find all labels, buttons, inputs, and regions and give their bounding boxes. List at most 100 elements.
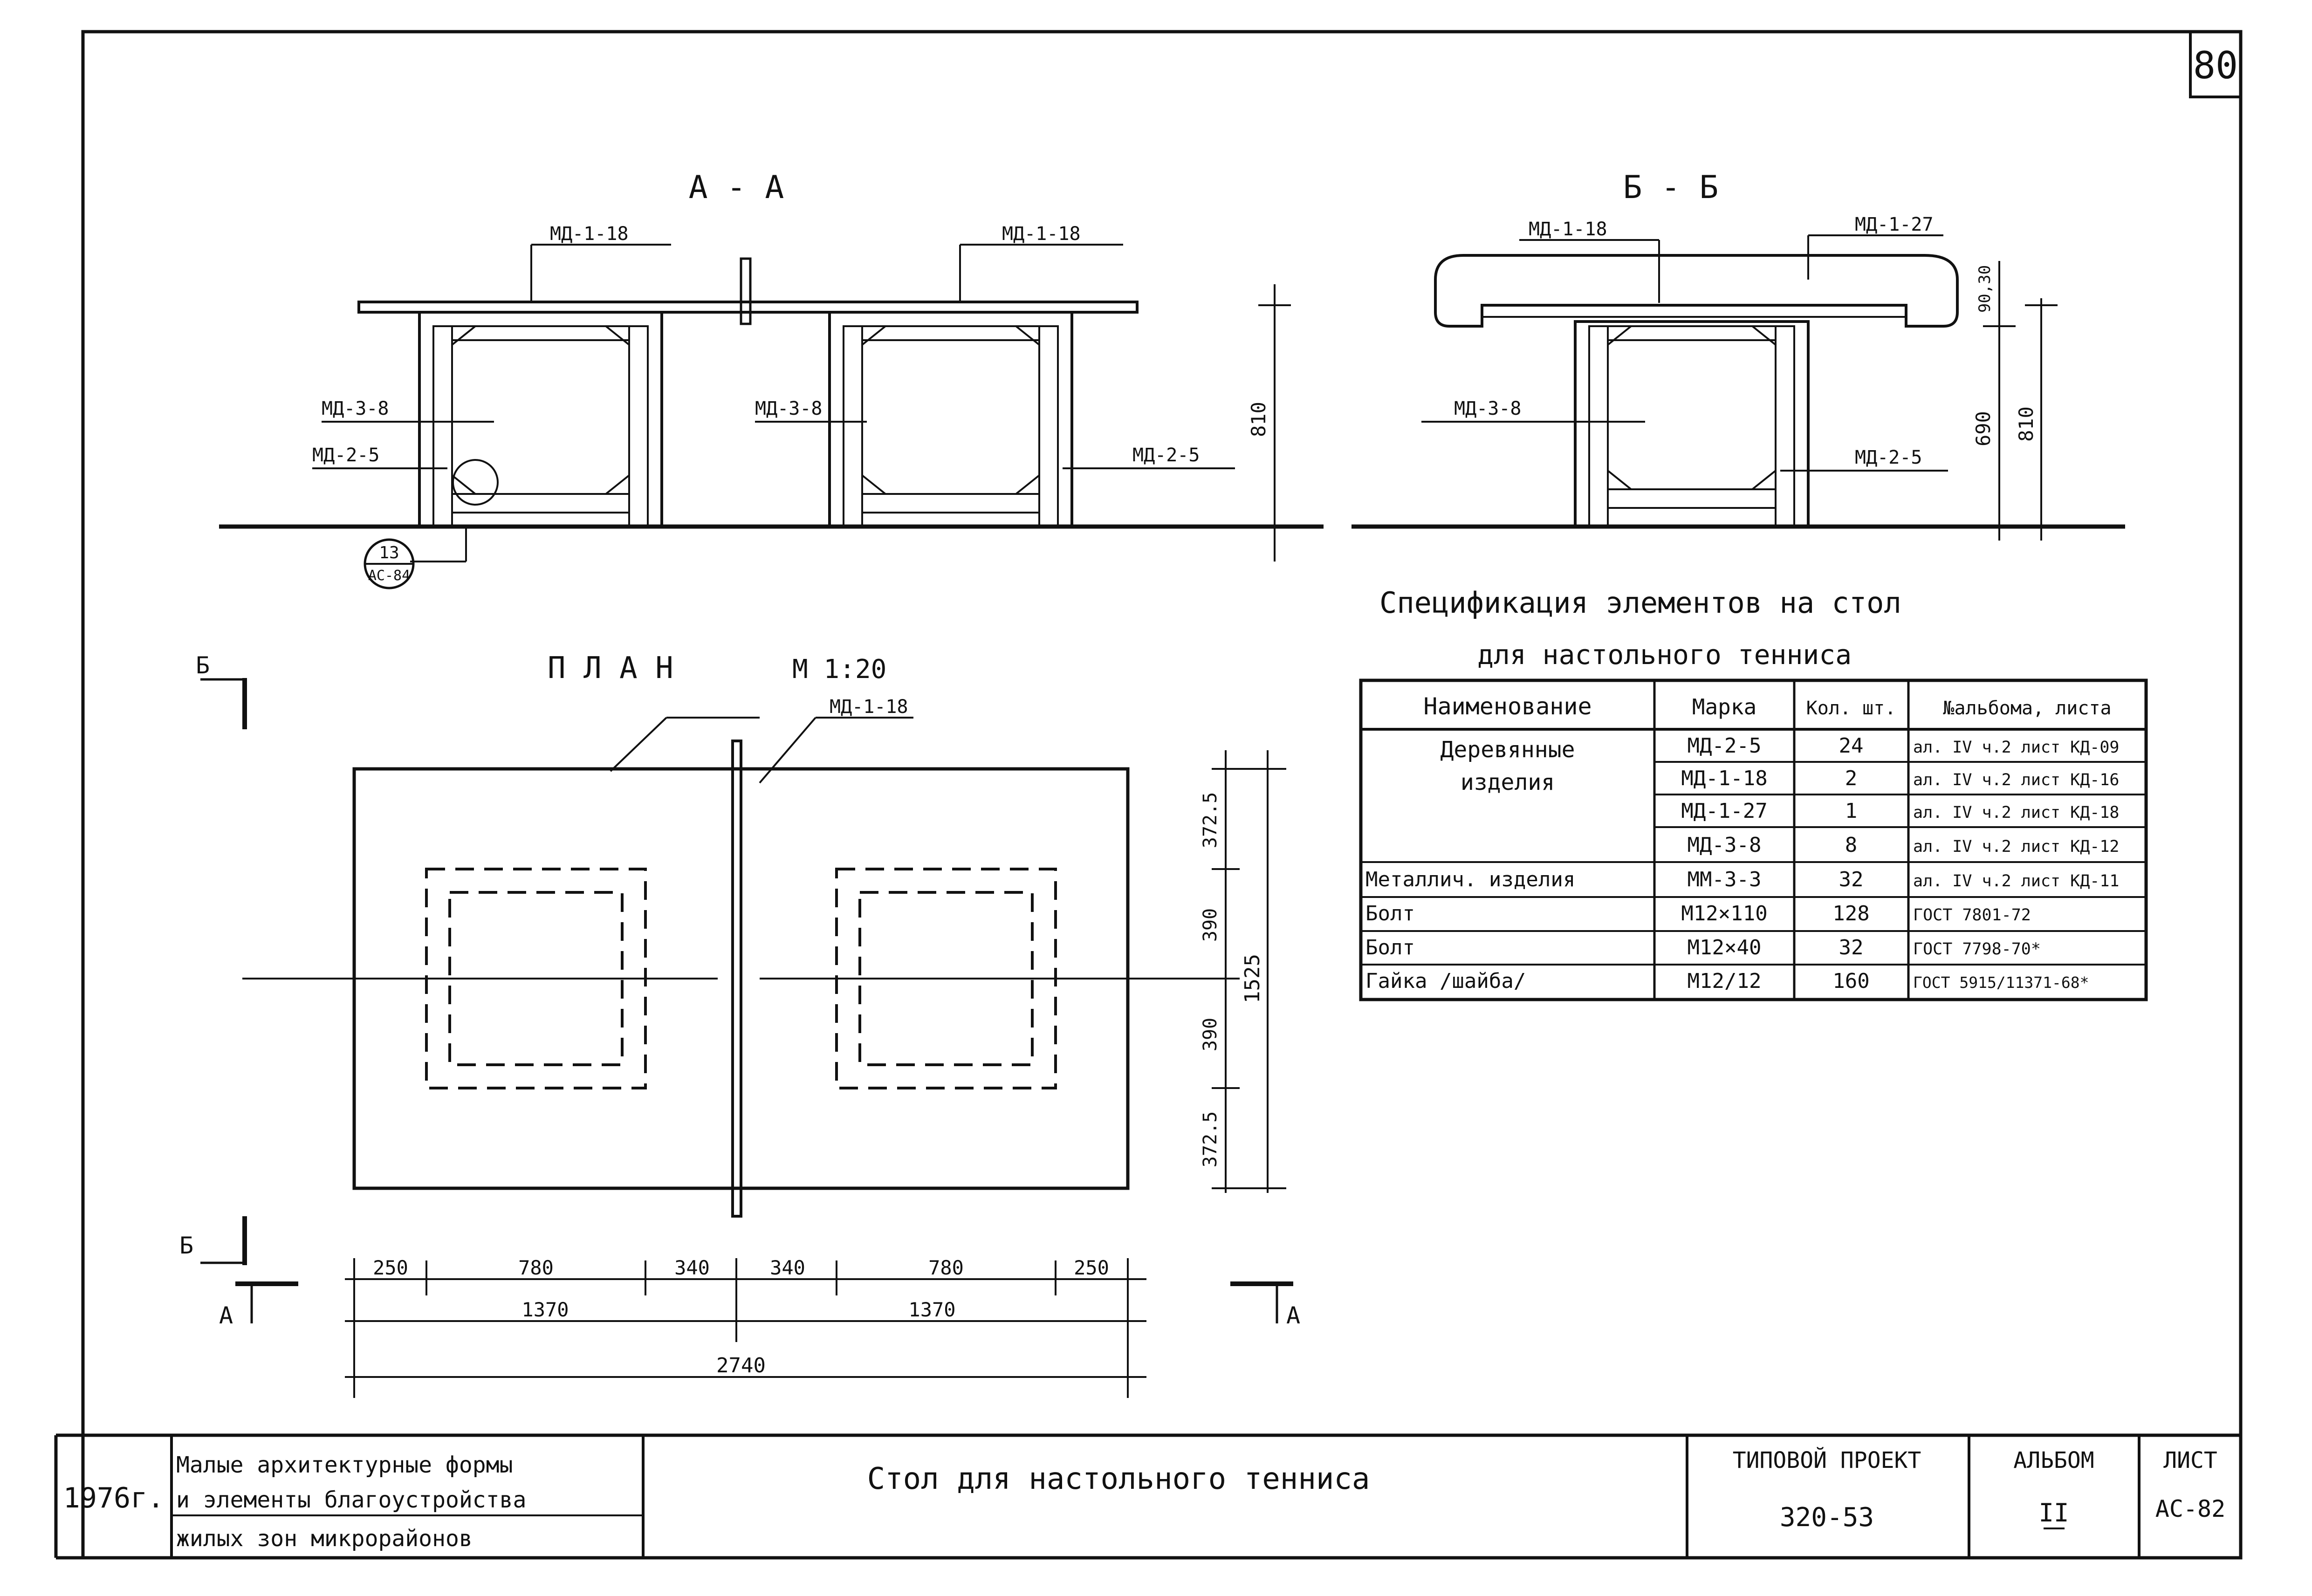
plan-support-right (835, 868, 1057, 1089)
section-mark-b-bottom: Б (179, 1232, 193, 1259)
dim-vertical: 390 (1200, 1018, 1221, 1051)
dim-horizontal: 250 (1074, 1256, 1109, 1279)
spec-row-ref: ал. IV ч.2 лист КД-11 (1913, 872, 2120, 890)
label-bb-top-right: МД-1-27 (1855, 214, 1934, 235)
spec-row-qty: 128 (1832, 902, 1869, 925)
spec-table: Спецификация элементов на стол для насто… (1359, 586, 2148, 1001)
dim-vertical: 390 (1200, 908, 1221, 942)
title-series-line1: Малые архитектурные формы (176, 1452, 513, 1478)
label-aa-side-right: МД-2-5 (1132, 445, 1200, 466)
spec-row-mark: М12×40 (1688, 936, 1762, 959)
spec-row-mark: МД-2-5 (1688, 734, 1762, 758)
spec-row-ref: ГОСТ 7798-70* (1913, 940, 2041, 959)
spec-row-mark: МД-1-27 (1681, 799, 1767, 823)
dim-horizontal: 340 (770, 1256, 805, 1279)
spec-row-ref: ГОСТ 5915/11371-68* (1913, 973, 2089, 992)
tabletop-bb (1434, 254, 1959, 328)
section-mark-a-right: А (1286, 1302, 1300, 1329)
section-mark-b-top: Б (196, 652, 210, 679)
plan-title: П Л А Н (548, 651, 673, 685)
detail-ref-bubble (364, 538, 415, 589)
title-year: 1976г. (63, 1482, 165, 1514)
spec-row-qty: 32 (1839, 868, 1864, 891)
section-bb-title: Б - Б (1623, 169, 1719, 206)
dim-horizontal: 250 (373, 1256, 408, 1279)
label-bb-side-left: МД-3-8 (1454, 398, 1522, 419)
section-aa: А - А (219, 169, 1324, 589)
spec-row-name: Гайка /шайба/ (1365, 969, 1526, 993)
support-frame-bb (1574, 320, 1810, 528)
plan-net (731, 740, 742, 1218)
dim-horizontal: 780 (518, 1256, 554, 1279)
project-label: ТИПОВОЙ ПРОЕКТ (1733, 1447, 1921, 1473)
label-aa-top-right: МД-1-18 (1002, 223, 1081, 245)
plan-view: П Л А Н М 1:20 МД-1-18 Б Б (179, 651, 1300, 1398)
label-aa-top-left: МД-1-18 (550, 223, 629, 245)
sheet-corner-box (2189, 30, 2242, 98)
plan-top-label: МД-1-18 (830, 696, 908, 718)
label-bb-side-right: МД-2-5 (1855, 447, 1922, 468)
spec-row-ref: ал. IV ч.2 лист КД-09 (1913, 738, 2120, 757)
dim-horizontal-total: 2740 (716, 1354, 766, 1377)
spec-row-mark: МД-1-18 (1681, 767, 1767, 790)
dim-horizontal: 340 (674, 1256, 710, 1279)
title-series-line2: и элементы благоустройства (176, 1487, 526, 1513)
dim-vertical-total: 1525 (1241, 954, 1264, 1003)
spec-row-qty: 160 (1832, 969, 1869, 993)
spec-header-name: Наименование (1423, 693, 1592, 720)
project-number: 320-53 (1780, 1502, 1874, 1533)
spec-row-qty: 8 (1845, 833, 1858, 857)
spec-row-qty: 32 (1839, 936, 1864, 959)
spec-row-name: Болт (1365, 902, 1415, 925)
spec-row-ref: ал. IV ч.2 лист КД-18 (1913, 803, 2120, 822)
dim-horizontal: 780 (928, 1256, 964, 1279)
album-number: II (2038, 1498, 2069, 1528)
section-bb: Б - Б МД-1-18 МД-1-27 МД-3-8 МД-2-5 (1352, 169, 2125, 541)
sheet-number: АС-82 (2155, 1495, 2226, 1522)
spec-row-mark: М12/12 (1688, 969, 1762, 993)
tabletop-aa (357, 301, 1139, 314)
album-label: АЛЬБОМ (2013, 1447, 2094, 1473)
title-series-line3: жилых зон микрорайонов (176, 1526, 473, 1552)
dim-horizontal-half: 1370 (908, 1298, 955, 1321)
spec-title-line2: для настольного тенниса (1477, 639, 1852, 671)
spec-row-mark: МД-3-8 (1688, 833, 1762, 857)
plan-support-left (425, 868, 647, 1089)
label-aa-side-left-lower: МД-2-5 (312, 445, 380, 466)
detail-ref-bottom: АС-84 (368, 568, 410, 584)
spec-row-qty: 24 (1839, 734, 1864, 758)
spec-row-ref: ал. IV ч.2 лист КД-16 (1913, 771, 2120, 789)
spec-header-mark: Марка (1692, 694, 1756, 719)
spec-row-name: Металлич. изделия (1365, 868, 1575, 891)
dim-vertical: 372.5 (1200, 1111, 1221, 1167)
support-frame-left (418, 311, 663, 528)
spec-row-name: Болт (1365, 936, 1415, 959)
support-frame-right (828, 311, 1073, 528)
spec-title-line1: Спецификация элементов на стол (1379, 586, 1901, 620)
sheet-corner-number: 80 (2193, 44, 2238, 87)
spec-row-name: Деревянные (1441, 737, 1575, 763)
spec-row-qty: 2 (1845, 767, 1858, 790)
spec-row-mark: ММ-3-3 (1688, 868, 1762, 891)
dim-bb-top: 90,30 (1976, 265, 1994, 313)
detail-ref-top: 13 (379, 543, 399, 562)
spec-row-name: изделия (1461, 769, 1555, 795)
net-post-aa (740, 257, 752, 325)
spec-row-ref: ал. IV ч.2 лист КД-12 (1913, 837, 2120, 856)
dim-horizontal-half: 1370 (521, 1298, 569, 1321)
section-aa-title: А - А (689, 169, 784, 206)
section-mark-a-left: А (219, 1302, 233, 1329)
title-block: 1976г. Малые архитектурные формы и элеме… (54, 1433, 2241, 1560)
spec-row-mark: М12×110 (1681, 902, 1767, 925)
label-aa-side-left-upper: МД-3-8 (322, 398, 389, 419)
sheet-label: ЛИСТ (2163, 1447, 2217, 1473)
dim-bb-total: 810 (2015, 406, 2038, 442)
spec-row-qty: 1 (1845, 799, 1858, 823)
label-bb-top-left: МД-1-18 (1529, 219, 1607, 240)
plan-scale: М 1:20 (792, 654, 886, 685)
dim-vertical: 372.5 (1200, 792, 1221, 848)
dim-aa-height: 810 (1247, 402, 1270, 437)
spec-header-qty: Кол. шт. (1806, 698, 1896, 719)
label-aa-center: МД-3-8 (755, 398, 823, 419)
